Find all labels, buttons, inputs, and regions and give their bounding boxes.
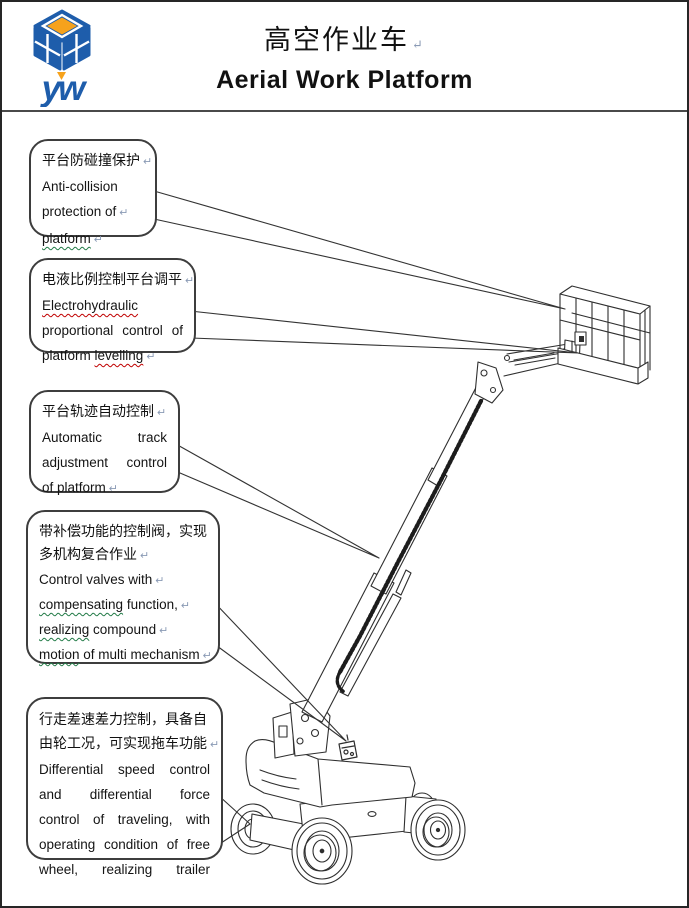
- lift-cylinder: [339, 569, 412, 697]
- control-valve-block: [338, 734, 358, 761]
- callout-en-line: and differential force: [39, 787, 210, 802]
- callout-en-line: proportional control of: [42, 323, 183, 338]
- callout-en-line: operating condition of free: [39, 837, 210, 852]
- logo-cube: [33, 9, 91, 71]
- callout-en-line: Control valves with↵: [39, 572, 165, 587]
- callout-en-line: platform↵: [42, 231, 103, 246]
- callout-en-line: protection of↵: [42, 204, 129, 219]
- callout-zh-line: 电液比例控制平台调平↵: [42, 271, 195, 287]
- document-title-en: Aerial Work Platform: [216, 66, 473, 94]
- engine-cover: [245, 739, 416, 808]
- callout-en-line: Automatic track: [42, 430, 167, 445]
- wheel-front-near: [291, 817, 353, 885]
- leader-lines: [153, 190, 579, 846]
- callout-zh-line: 平台轨迹自动控制↵: [42, 403, 167, 419]
- return-mark: ↵: [93, 234, 103, 246]
- wheel-rear-near: [410, 799, 466, 861]
- return-mark: ↵: [202, 650, 212, 662]
- work-platform-basket: [557, 285, 651, 385]
- return-mark: ↵: [140, 550, 150, 562]
- callout-anti-collision: 平台防碰撞保护↵ Anti-collision protection of↵ p…: [29, 139, 157, 246]
- callout-en-line: wheel, realizing trailer: [39, 862, 210, 877]
- callout-en-line: Electrohydraulic: [42, 298, 139, 313]
- return-mark: ↵: [143, 156, 153, 168]
- return-mark: ↵: [185, 275, 195, 287]
- callout-zh-line: 行走差速差力控制，具备自: [39, 711, 207, 727]
- callout-en-line: of platform↵: [42, 480, 118, 495]
- return-mark: ↵: [146, 351, 156, 363]
- callout-control-valves: 带补偿功能的控制阀，实现 多机构复合作业↵ Control valves wit…: [26, 510, 220, 664]
- return-mark: ↵: [180, 600, 191, 612]
- page-header: yw 高空作业车↵ Aerial Work Platform: [2, 2, 687, 112]
- callout-electrohydraulic-levelling: 电液比例控制平台调平↵ Electrohydraulic proportiona…: [29, 258, 196, 363]
- callout-track-control: 平台轨迹自动控制↵ Automatic track adjustment con…: [29, 390, 180, 495]
- company-logo: yw: [33, 9, 91, 107]
- callout-en-line: platform levelling↵: [42, 348, 156, 363]
- return-mark: ↵: [412, 38, 425, 53]
- return-mark: ↵: [108, 483, 118, 495]
- callout-en-line: motion of multi mechanism↵: [39, 647, 212, 662]
- callout-en-line: adjustment control: [42, 455, 167, 470]
- document-title-zh: 高空作业车↵: [264, 25, 425, 56]
- callout-en-line: Anti-collision: [42, 179, 118, 194]
- return-mark: ↵: [119, 207, 129, 219]
- return-mark: ↵: [210, 739, 220, 751]
- callout-en-line: control of traveling, with: [39, 812, 210, 827]
- callout-differential-travel: 行走差速差力控制，具备自 由轮工况，可实现拖车功能↵ Differential …: [26, 697, 223, 877]
- callout-en-line: Differential speed control: [39, 762, 210, 777]
- return-mark: ↵: [155, 575, 165, 587]
- callout-zh-line: 平台防碰撞保护↵: [42, 152, 153, 168]
- return-mark: ↵: [157, 407, 167, 419]
- callout-zh-line: 多机构复合作业↵: [39, 546, 150, 562]
- return-mark: ↵: [159, 625, 169, 637]
- boom-chain-track: [335, 398, 484, 694]
- callout-en-line: realizing compound↵: [39, 622, 169, 637]
- callout-zh-line: 由轮工况，可实现拖车功能↵: [39, 735, 220, 751]
- callout-zh-line: 带补偿功能的控制阀，实现: [39, 523, 207, 539]
- callout-en-line: compensating function,↵: [39, 597, 191, 612]
